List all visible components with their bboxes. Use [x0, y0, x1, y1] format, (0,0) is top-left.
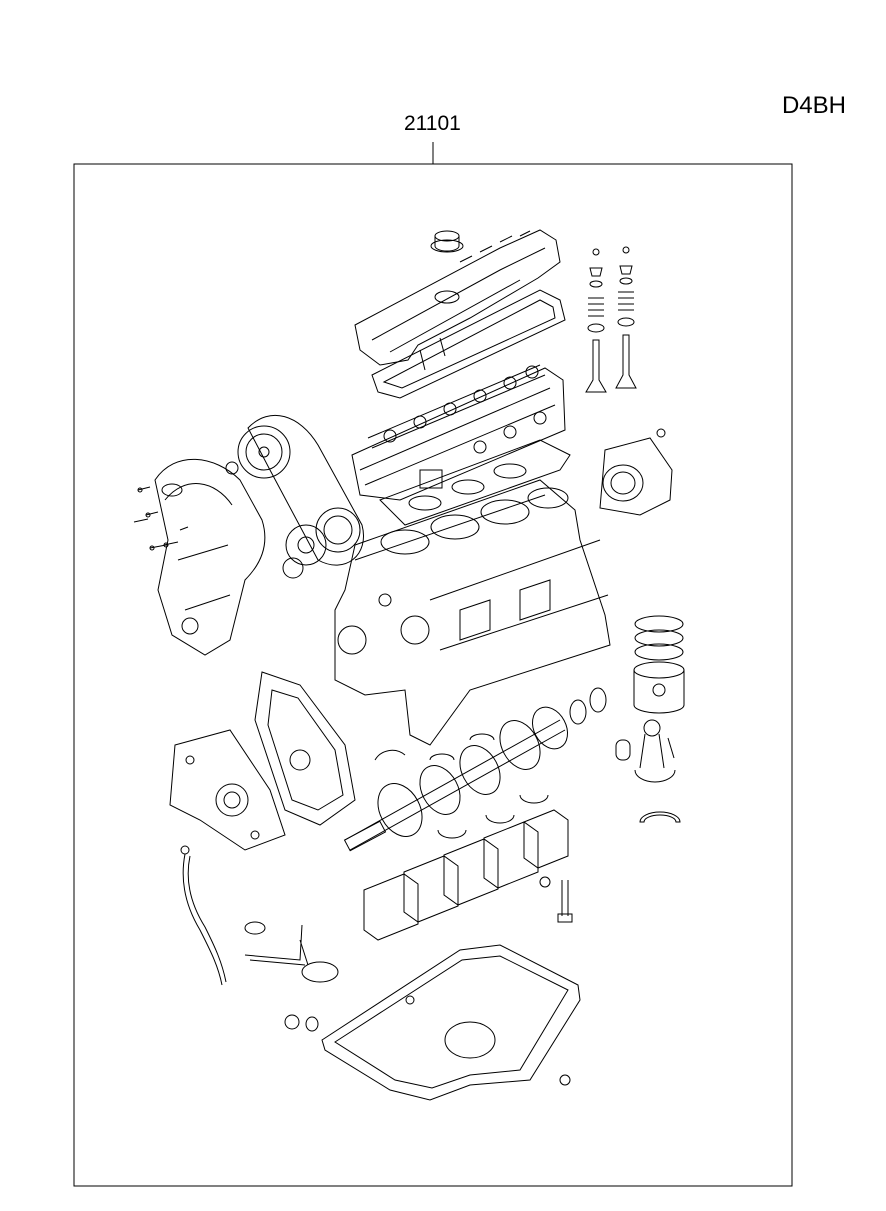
connecting-rod[interactable]	[635, 720, 675, 782]
camshaft[interactable]	[368, 365, 545, 448]
crankshaft[interactable]	[345, 701, 575, 851]
cover-bolts[interactable]	[134, 487, 188, 550]
cam-sprocket[interactable]	[238, 426, 290, 478]
idler-pulley[interactable]	[283, 558, 303, 578]
oil-strainer[interactable]	[245, 922, 338, 982]
engine-code-label: D4BH	[781, 92, 846, 119]
rear-oil-seal-case[interactable]	[600, 429, 672, 515]
piston[interactable]	[634, 662, 684, 713]
tensioner-pulley[interactable]	[286, 525, 326, 565]
sprocket-bolt[interactable]	[226, 462, 238, 474]
drain-plug[interactable]	[285, 1015, 318, 1031]
timing-belt[interactable]	[248, 415, 364, 565]
valve-cover[interactable]	[355, 230, 560, 370]
cylinder-block[interactable]	[335, 480, 610, 745]
main-bearings[interactable]	[430, 734, 548, 838]
piston-rings[interactable]	[635, 616, 683, 660]
valve-cover-gasket[interactable]	[372, 290, 565, 398]
exhaust-valve-assembly[interactable]	[616, 247, 636, 388]
main-bearing-caps[interactable]	[364, 810, 568, 940]
assembly-frame	[74, 164, 792, 1186]
oil-filler-cap[interactable]	[431, 231, 463, 252]
crank-sprocket[interactable]	[316, 508, 360, 552]
cylinder-head[interactable]	[352, 368, 565, 500]
front-case-gasket[interactable]	[255, 672, 355, 825]
intake-valve-assembly[interactable]	[586, 249, 606, 392]
oil-level-gauge[interactable]	[181, 846, 226, 985]
head-gasket[interactable]	[380, 440, 570, 525]
cap-bolt[interactable]	[540, 877, 572, 922]
thrust-washers[interactable]	[570, 688, 606, 724]
timing-belt-cover[interactable]	[155, 459, 265, 655]
part-number-callout[interactable]: 21101	[404, 112, 461, 135]
connecting-rod-bearing[interactable]	[640, 812, 680, 822]
oil-pump-case[interactable]	[170, 730, 285, 850]
oil-pan[interactable]	[322, 945, 580, 1100]
piston-pin[interactable]	[616, 740, 630, 760]
